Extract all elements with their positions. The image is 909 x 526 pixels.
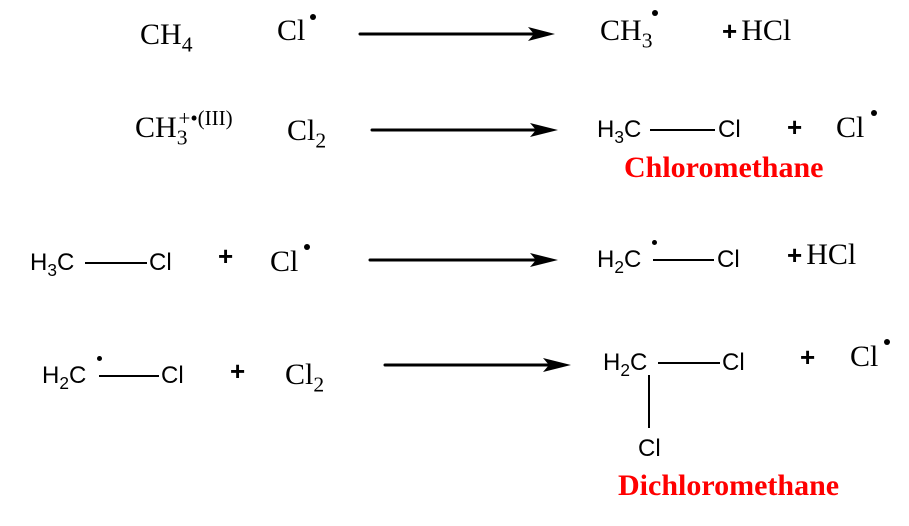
reaction-arrow <box>370 123 558 137</box>
product-dichloromethane: H2C <box>603 349 648 379</box>
formula-text: HCl <box>741 14 792 47</box>
formula-text: HCl <box>806 238 857 271</box>
product-chloromethyl-radical: H2C <box>597 240 657 276</box>
product-chlorine-radical: Cl <box>836 110 877 144</box>
atom-cl: Cl <box>149 249 172 276</box>
product-chlorine-radical: Cl <box>850 339 890 373</box>
subscript: 2 <box>315 128 327 153</box>
formula-text: CH <box>600 14 642 47</box>
product-hcl: + HCl <box>722 16 791 46</box>
reactant-chlorine-molecule: Cl2 <box>285 358 324 396</box>
plus-sign: + <box>230 356 246 386</box>
reactant-chloromethyl-radical: H2C <box>42 356 102 392</box>
atom-c: C <box>623 116 642 143</box>
single-bond <box>99 375 159 377</box>
superscript: +•(III) <box>178 106 233 131</box>
radical-dot-icon <box>97 356 102 361</box>
radical-dot-icon <box>652 240 657 245</box>
formula-text: CH <box>135 111 177 144</box>
subscript: 2 <box>620 360 630 381</box>
formula-text: Cl <box>850 340 879 373</box>
plus-sign: + <box>722 16 738 46</box>
subscript: 3 <box>47 260 57 281</box>
subscript: 3 <box>614 127 624 148</box>
subscript: 3 <box>176 125 188 150</box>
formula-text: CH <box>140 18 182 51</box>
product-methyl-radical: CH3 <box>600 10 658 51</box>
atom-h: H <box>30 249 48 276</box>
radical-dot-icon <box>304 244 310 250</box>
formula-text: Cl <box>836 111 865 144</box>
atom-h: H <box>597 116 615 143</box>
reactant-methyl-cation-radical: CH3+•(III) <box>135 108 233 148</box>
plus-sign: + <box>787 112 803 142</box>
product-name-label: Dichloromethane <box>618 469 840 502</box>
single-bond <box>653 259 714 261</box>
formula-text: Cl <box>285 358 314 391</box>
formula-text: Cl <box>277 14 306 47</box>
plus-sign: + <box>787 240 803 270</box>
atom-cl-lower: Cl <box>638 435 661 462</box>
subscript: 2 <box>313 372 325 397</box>
product-name-label: Chloromethane <box>624 151 824 184</box>
atom-h: H <box>597 246 615 273</box>
radical-dot-icon <box>652 10 658 16</box>
atom-cl: Cl <box>161 362 184 389</box>
subscript: 2 <box>59 373 69 394</box>
atom-cl: Cl <box>717 246 740 273</box>
subscript: 4 <box>181 32 193 57</box>
radical-dot-icon <box>884 339 890 345</box>
single-bond <box>650 129 715 131</box>
radical-dot-icon <box>871 110 877 116</box>
atom-h: H <box>42 362 60 389</box>
atom-cl: Cl <box>718 116 741 143</box>
reactant-chlorine-radical: Cl <box>270 244 310 278</box>
reactant-methane: CH4 <box>140 18 192 56</box>
product-chloromethane: H3C <box>597 116 642 146</box>
atom-h: H <box>603 349 621 376</box>
reactant-chlorine-radical: Cl <box>277 14 316 47</box>
plus-sign: + <box>218 241 234 271</box>
reactant-chlorine-molecule: Cl2 <box>287 114 326 152</box>
formula-text: Cl <box>270 245 299 278</box>
single-bond <box>85 262 147 264</box>
plus-sign: + <box>800 342 816 372</box>
single-bond <box>658 362 720 364</box>
atom-c: C <box>56 249 75 276</box>
reaction-arrow <box>383 358 571 372</box>
product-hcl: +HCl <box>787 240 856 270</box>
atom-cl: Cl <box>722 349 745 376</box>
reaction-arrow <box>358 27 555 41</box>
vertical-single-bond <box>648 375 650 428</box>
reaction-arrow <box>368 253 558 267</box>
reactant-chloromethane: H3C <box>30 249 75 279</box>
atom-c: C <box>629 349 648 376</box>
radical-dot-icon <box>310 14 316 20</box>
formula-text: Cl <box>287 114 316 147</box>
subscript: 3 <box>641 28 653 53</box>
subscript: 2 <box>614 257 624 278</box>
atom-c: C <box>623 246 642 273</box>
atom-c: C <box>68 362 87 389</box>
